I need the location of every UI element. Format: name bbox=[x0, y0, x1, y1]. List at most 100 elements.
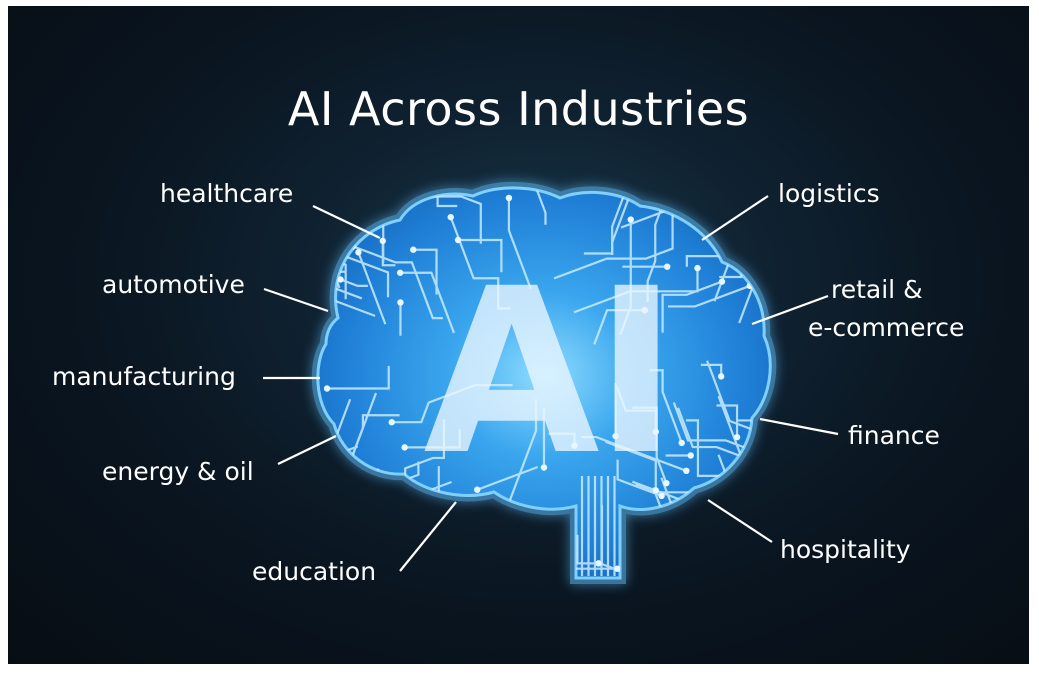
circuit-trace bbox=[317, 254, 376, 317]
circuit-node bbox=[714, 169, 720, 175]
connector-finance bbox=[759, 417, 839, 436]
circuit-trace bbox=[440, 556, 484, 578]
circuit-node bbox=[474, 486, 481, 493]
circuit-node bbox=[471, 557, 478, 564]
circuit-trace bbox=[400, 271, 455, 334]
circuit-node bbox=[317, 244, 324, 252]
label-healthcare: healthcare bbox=[160, 179, 294, 208]
circuit-trace bbox=[619, 219, 632, 336]
circuit-node bbox=[410, 246, 417, 253]
circuit-node bbox=[780, 459, 786, 465]
circuit-node bbox=[355, 249, 362, 256]
circuit-trace bbox=[345, 414, 400, 473]
circuit-node bbox=[766, 248, 771, 255]
circuit-trace bbox=[352, 245, 443, 320]
circuit-node bbox=[641, 306, 649, 314]
circuit-node bbox=[317, 225, 323, 232]
connector-healthcare bbox=[312, 205, 381, 239]
circuit-trace bbox=[404, 419, 446, 479]
circuit-node bbox=[783, 574, 789, 580]
circuit-node bbox=[687, 452, 694, 459]
circuit-trace bbox=[685, 419, 738, 477]
label-education: education bbox=[252, 557, 377, 586]
circuit-node bbox=[286, 219, 292, 225]
label-retail-line1: retail & bbox=[831, 275, 923, 304]
circuit-trace bbox=[533, 187, 547, 225]
circuit-node bbox=[764, 430, 771, 438]
circuit-trace bbox=[340, 278, 368, 287]
circuit-trace bbox=[717, 454, 766, 559]
circuit-node bbox=[760, 430, 768, 438]
circuit-node bbox=[749, 227, 757, 234]
circuit-trace bbox=[576, 534, 599, 565]
label-logistics: logistics bbox=[778, 179, 880, 208]
circuit-node bbox=[683, 467, 690, 475]
circuit-trace bbox=[317, 242, 347, 300]
circuit-trace bbox=[357, 251, 387, 325]
circuit-node bbox=[343, 468, 350, 475]
circuit-node bbox=[761, 554, 769, 562]
circuit-trace bbox=[710, 546, 771, 578]
circuit-trace bbox=[615, 385, 657, 432]
circuit-node bbox=[380, 204, 387, 212]
circuit-node bbox=[399, 514, 407, 522]
circuit-trace bbox=[449, 216, 511, 310]
label-automotive: automotive bbox=[102, 270, 245, 299]
circuit-node bbox=[323, 385, 331, 392]
circuit-node bbox=[647, 188, 655, 196]
circuit-node bbox=[713, 529, 720, 536]
circuit-trace bbox=[646, 202, 665, 303]
circuit-node bbox=[652, 428, 659, 435]
circuit-node bbox=[388, 419, 395, 426]
circuit-trace bbox=[317, 492, 346, 555]
label-energy-oil: energy & oil bbox=[102, 457, 254, 486]
circuit-node bbox=[701, 563, 709, 571]
circuit-trace bbox=[677, 407, 771, 487]
circuit-trace bbox=[404, 428, 461, 449]
circuit-trace bbox=[661, 280, 723, 333]
circuit-node bbox=[336, 604, 342, 610]
circuit-node bbox=[678, 439, 685, 447]
circuit-node bbox=[270, 507, 276, 513]
circuit-trace bbox=[391, 384, 513, 424]
circuit-trace bbox=[593, 309, 645, 345]
circuit-trace bbox=[476, 466, 539, 491]
circuit-node bbox=[291, 484, 297, 490]
diagram-canvas: AI AI Across Industries healthcare autom… bbox=[8, 6, 1029, 664]
circuit-node bbox=[747, 634, 753, 640]
circuit-node bbox=[279, 471, 285, 477]
circuit-trace bbox=[553, 210, 674, 280]
circuit-trace bbox=[573, 268, 699, 314]
label-finance: finance bbox=[848, 421, 940, 450]
circuit-node bbox=[213, 240, 219, 246]
circuit-node bbox=[401, 444, 408, 451]
connector-lines bbox=[263, 195, 839, 572]
circuit-node bbox=[766, 151, 772, 157]
circuit-trace bbox=[605, 440, 657, 491]
circuit-node bbox=[722, 524, 729, 532]
circuit-node bbox=[434, 146, 440, 152]
circuit-node bbox=[760, 555, 768, 562]
circuit-trace bbox=[548, 432, 576, 446]
circuit-node bbox=[447, 213, 454, 221]
circuit-trace bbox=[652, 531, 751, 578]
circuit-node bbox=[509, 572, 517, 578]
circuit-node bbox=[438, 587, 444, 593]
circuit-node bbox=[786, 577, 792, 583]
circuit-trace bbox=[716, 404, 739, 438]
circuit-trace bbox=[327, 365, 390, 390]
circuit-node bbox=[614, 565, 621, 572]
circuit-node bbox=[627, 216, 634, 223]
circuit-node bbox=[396, 269, 404, 276]
circuit-trace bbox=[620, 187, 673, 229]
connector-logistics bbox=[701, 195, 769, 241]
circuit-node bbox=[773, 484, 779, 490]
circuit-node bbox=[363, 188, 370, 196]
ai-letters: AI bbox=[423, 239, 672, 505]
circuit-trace bbox=[743, 527, 765, 559]
circuit-node bbox=[379, 237, 387, 245]
label-hospitality: hospitality bbox=[780, 535, 911, 564]
circuit-node bbox=[638, 575, 645, 578]
circuit-trace bbox=[668, 284, 751, 308]
circuit-trace bbox=[474, 540, 533, 562]
